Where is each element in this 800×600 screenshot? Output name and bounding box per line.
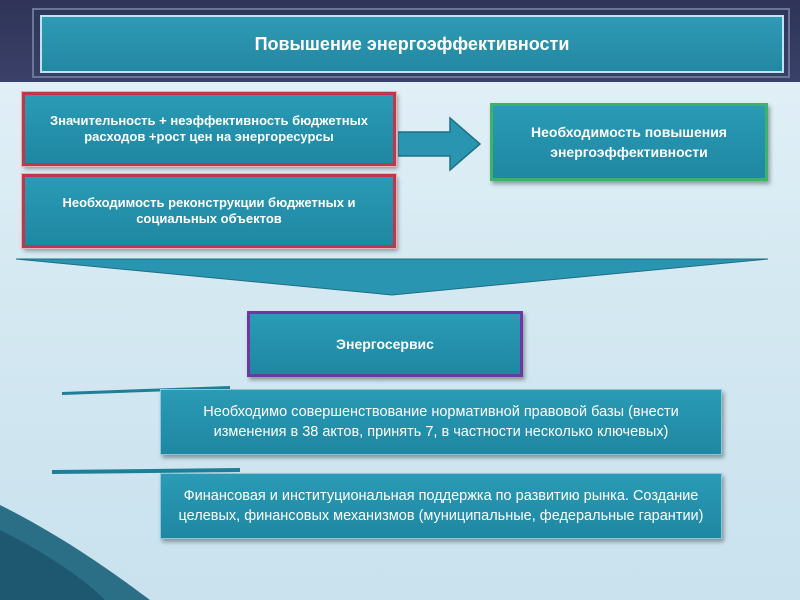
energy-service-text: Энергосервис <box>336 336 434 352</box>
slide-title: Повышение энергоэффективности <box>40 15 784 73</box>
cause-box-reconstruction: Необходимость реконструкции бюджетных и … <box>21 173 397 249</box>
energy-service-box: Энергосервис <box>247 311 523 377</box>
cause-box-expenses-text: Значительность + неэффективность бюджетн… <box>50 113 368 144</box>
cause-box-reconstruction-text: Необходимость реконструкции бюджетных и … <box>62 195 356 226</box>
title-frame <box>32 8 790 78</box>
requirement-box-legal-text: Необходимо совершенствование нормативной… <box>203 404 679 440</box>
cause-box-expenses: Значительность + неэффективность бюджетн… <box>21 91 397 167</box>
slide-title-text: Повышение энергоэффективности <box>254 33 570 54</box>
result-box-text: Необходимость повышения энергоэффективно… <box>531 124 727 160</box>
arrow-right-icon <box>398 116 482 172</box>
requirement-box-finance-text: Финансовая и институциональная поддержка… <box>178 488 704 524</box>
requirement-box-finance: Финансовая и институциональная поддержка… <box>160 473 722 539</box>
chevron-down-icon <box>16 258 769 296</box>
bottom-wave-decoration <box>0 505 150 600</box>
result-box: Необходимость повышения энергоэффективно… <box>490 103 768 181</box>
requirement-box-legal: Необходимо совершенствование нормативной… <box>160 389 722 455</box>
